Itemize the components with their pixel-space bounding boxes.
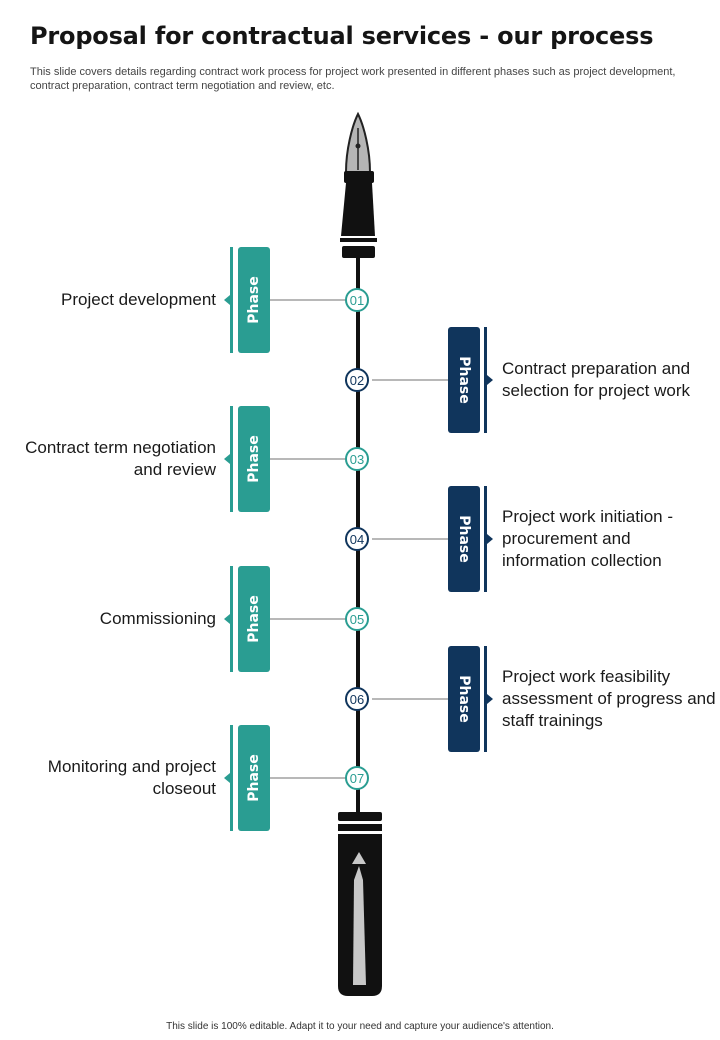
connector-line (372, 538, 448, 540)
phase-tab-label: Phase (456, 356, 473, 404)
step-number-badge: 06 (345, 687, 369, 711)
pointer-arrow-icon (487, 375, 493, 385)
phase-tab-label: Phase (246, 435, 263, 483)
pointer-arrow-icon (224, 295, 230, 305)
step-description: Commissioning (99, 609, 216, 628)
pointer-arrow-icon (487, 534, 493, 544)
phase-accent-bar (230, 566, 233, 672)
page-subtitle: This slide covers details regarding cont… (30, 66, 676, 92)
phase-tab: Phase (448, 646, 480, 752)
phase-accent-bar (484, 646, 487, 752)
phase-tab-label: Phase (456, 515, 473, 563)
phase-tab: Phase (238, 406, 270, 512)
connector-line (372, 379, 448, 381)
phase-accent-bar (230, 406, 233, 512)
phase-tab-label: Phase (246, 754, 263, 802)
pen-grip (340, 171, 377, 258)
phase-tab-label: Phase (246, 595, 263, 643)
pointer-arrow-icon (224, 614, 230, 624)
step-number-badge: 05 (345, 607, 369, 631)
footer-note: This slide is 100% editable. Adapt it to… (166, 1021, 554, 1032)
phase-accent-bar (230, 247, 233, 353)
connector-line (270, 618, 346, 620)
phase-tab: Phase (448, 327, 480, 433)
page-title: Proposal for contractual services - our … (30, 22, 654, 50)
step-description: Contract preparation and selection for p… (502, 359, 691, 400)
step-description: Monitoring and project closeout (47, 757, 216, 798)
phase-tab-label: Phase (456, 675, 473, 723)
pointer-arrow-icon (224, 454, 230, 464)
connector-line (270, 458, 346, 460)
step-description: Project development (61, 290, 216, 309)
step-number-badge: 03 (345, 447, 369, 471)
connector-line (270, 777, 346, 779)
phase-accent-bar (484, 327, 487, 433)
step-number-badge: 04 (345, 527, 369, 551)
phase-accent-bar (484, 486, 487, 592)
connector-line (372, 698, 448, 700)
step-number-badge: 01 (345, 288, 369, 312)
pen-cap (338, 812, 382, 996)
step-number-badge: 07 (345, 766, 369, 790)
step-description: Project work initiation - procurement an… (502, 507, 674, 570)
step-number-badge: 02 (345, 368, 369, 392)
step-description: Project work feasibility assessment of p… (502, 667, 716, 730)
phase-tab: Phase (238, 247, 270, 353)
pen-nib (344, 111, 372, 173)
phase-tab-label: Phase (246, 276, 263, 324)
phase-accent-bar (230, 725, 233, 831)
phase-tab: Phase (238, 725, 270, 831)
pointer-arrow-icon (487, 694, 493, 704)
connector-line (270, 299, 346, 301)
phase-tab: Phase (448, 486, 480, 592)
step-description: Contract term negotiation and review (25, 438, 216, 479)
pointer-arrow-icon (224, 773, 230, 783)
phase-tab: Phase (238, 566, 270, 672)
